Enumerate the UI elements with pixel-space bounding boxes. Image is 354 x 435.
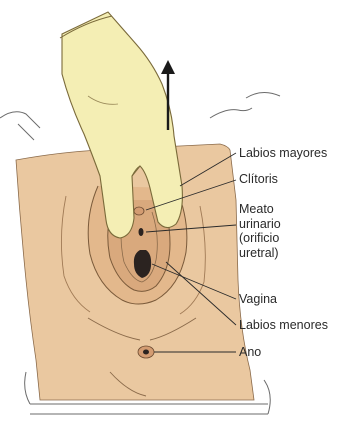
label-meato-line: (orificio (239, 231, 281, 246)
label-ano: Ano (239, 345, 261, 360)
label-vagina: Vagina (239, 292, 277, 307)
label-meato-urinario: Meato urinario (orificio uretral) (239, 202, 281, 260)
anus-shape (138, 346, 154, 358)
label-clitoris: Clítoris (239, 172, 278, 187)
urethral-meatus (139, 228, 144, 236)
label-labios-menores: Labios menores (239, 318, 328, 333)
label-meato-line: uretral) (239, 246, 281, 261)
label-meato-line: Meato (239, 202, 281, 217)
label-labios-mayores: Labios mayores (239, 146, 327, 161)
clitoris-shape (134, 207, 144, 215)
label-meato-line: urinario (239, 217, 281, 232)
